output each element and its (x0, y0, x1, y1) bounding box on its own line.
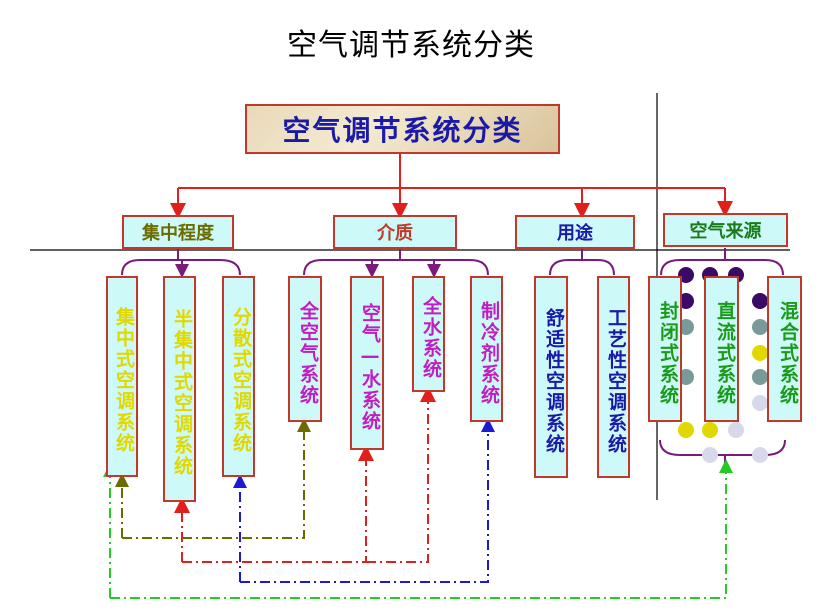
decorative-dots (678, 267, 768, 463)
category-air-source: 空气来源 (663, 213, 788, 247)
category-medium: 介质 (333, 215, 457, 249)
leaf-process-ac-system: 工艺性空调系统 (597, 276, 630, 478)
leaf-all-air-system: 全空气系统 (288, 276, 322, 422)
leaf-direct-flow-system: 直流式系统 (704, 276, 739, 422)
root-node: 空气调节系统分类 (245, 104, 560, 154)
category-purpose: 用途 (515, 215, 635, 249)
leaf-semi-central-system: 半集中式空调系统 (163, 276, 196, 502)
relationship-links (103, 386, 733, 599)
tree-connectors (170, 154, 733, 219)
leaf-refrigerant-system: 制冷剂系统 (470, 276, 503, 422)
leaf-decentralized-system: 分散式空调系统 (222, 276, 255, 477)
leaf-all-water-system: 全水系统 (412, 276, 445, 392)
leaf-closed-system: 封闭式系统 (648, 276, 682, 422)
leaf-mixed-system: 混合式系统 (767, 276, 802, 422)
leaf-central-system: 集中式空调系统 (106, 276, 138, 477)
leaf-air-water-system: 空气—水系统 (350, 276, 384, 450)
category-concentration: 集中程度 (122, 215, 234, 249)
leaf-comfort-ac-system: 舒适性空调系统 (534, 276, 568, 478)
page-title: 空气调节系统分类 (287, 28, 535, 63)
group-brackets (121, 248, 786, 466)
